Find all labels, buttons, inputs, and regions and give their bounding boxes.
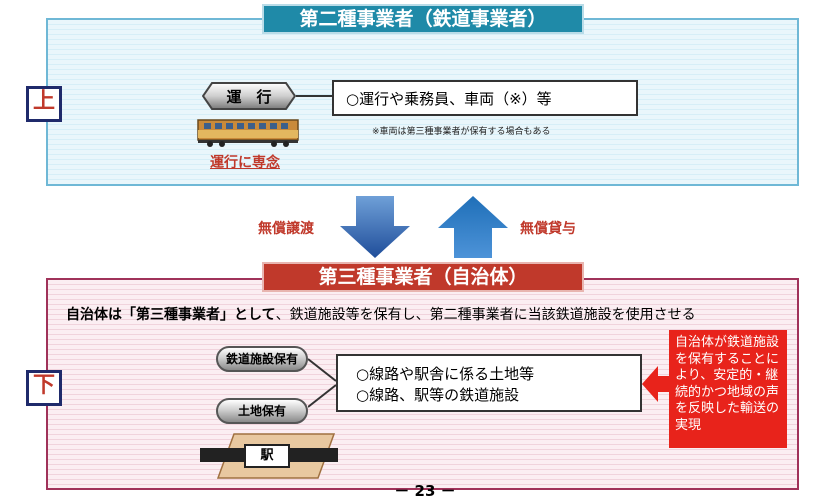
upper-header: 第二種事業者（鉄道事業者） (262, 4, 584, 34)
lower-tag: 下 (26, 370, 62, 406)
station-label: 駅 (244, 444, 290, 468)
lending-label: 無償貸与 (520, 221, 576, 237)
focus-label: 運行に専念 (210, 155, 280, 171)
statement-rest: 、鉄道施設等を保有し、第二種事業者に当該鉄道施設を使用させる (275, 307, 696, 323)
page-number: － 23 － (394, 482, 456, 500)
benefit-note: 自治体が鉄道施設を保有することにより、安定的・継続的かつ地域の声を反映した輸送の… (669, 330, 787, 448)
desc-line-2: ○線路、駅等の鉄道施設 (356, 386, 520, 404)
lower-header: 第三種事業者（自治体） (262, 262, 584, 292)
statement-bold: 自治体は「第三種事業者」として (66, 307, 276, 323)
operation-label: 運 行 (226, 88, 272, 106)
left-arrow-icon (642, 366, 672, 402)
land-pill: 土地保有 (216, 398, 308, 424)
operation-desc-box: ○運行や乗務員、車両（※）等 (332, 80, 638, 116)
upper-tag: 上 (26, 86, 62, 122)
up-arrow-icon (438, 196, 508, 258)
train-icon (196, 116, 300, 148)
transfer-label: 無償譲渡 (258, 221, 314, 237)
operation-pill-shape (202, 82, 296, 110)
railway-facility-pill: 鉄道施設保有 (216, 346, 308, 372)
statement: 自治体は「第三種事業者」として、鉄道施設等を保有し、第二種事業者に当該鉄道施設を… (66, 304, 696, 324)
connector-line (296, 95, 332, 97)
desc-line-1: ○線路や駅舎に係る土地等 (356, 365, 535, 383)
connector-lines (308, 358, 337, 408)
facility-desc-box: ○線路や駅舎に係る土地等 ○線路、駅等の鉄道施設 (336, 354, 642, 412)
down-arrow-icon (340, 196, 410, 258)
vehicle-note: ※車両は第三種事業者が保有する場合もある (372, 127, 551, 137)
operation-pill: 運 行 (202, 82, 296, 110)
